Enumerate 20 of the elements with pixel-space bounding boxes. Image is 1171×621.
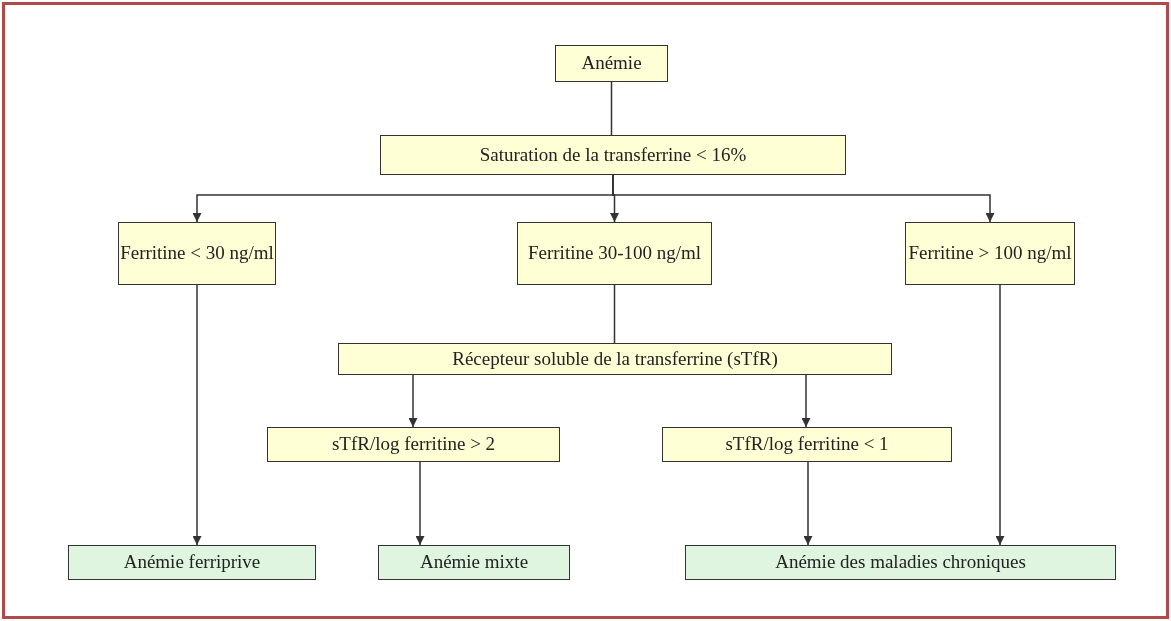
process-box: sTfR/log ferritine < 1: [662, 427, 952, 462]
process-box: Ferritine > 100 ng/ml: [905, 222, 1075, 285]
process-box: Anémie des maladies chroniques: [685, 545, 1116, 580]
arrow: [408, 374, 418, 428]
arrow: [612, 174, 995, 223]
process-box: sTfR/log ferritine > 2: [267, 427, 560, 462]
process-box: Anémie: [555, 45, 668, 82]
process-box: Anémie mixte: [378, 545, 570, 580]
process-box: Ferritine 30-100 ng/ml: [517, 222, 712, 285]
arrow: [995, 284, 1005, 546]
arrow: [801, 374, 811, 428]
process-box: Anémie ferriprive: [68, 545, 316, 580]
connector-line: [610, 81, 613, 136]
process-box: Saturation de la transferrine < 16%: [380, 135, 846, 175]
arrow: [192, 284, 202, 546]
arrow: [803, 461, 813, 546]
connector-line: [613, 284, 616, 344]
arrow: [415, 461, 425, 546]
process-box: Récepteur soluble de la transferrine (sTfR): [338, 343, 892, 375]
process-box: Ferritine < 30 ng/ml: [118, 222, 276, 285]
